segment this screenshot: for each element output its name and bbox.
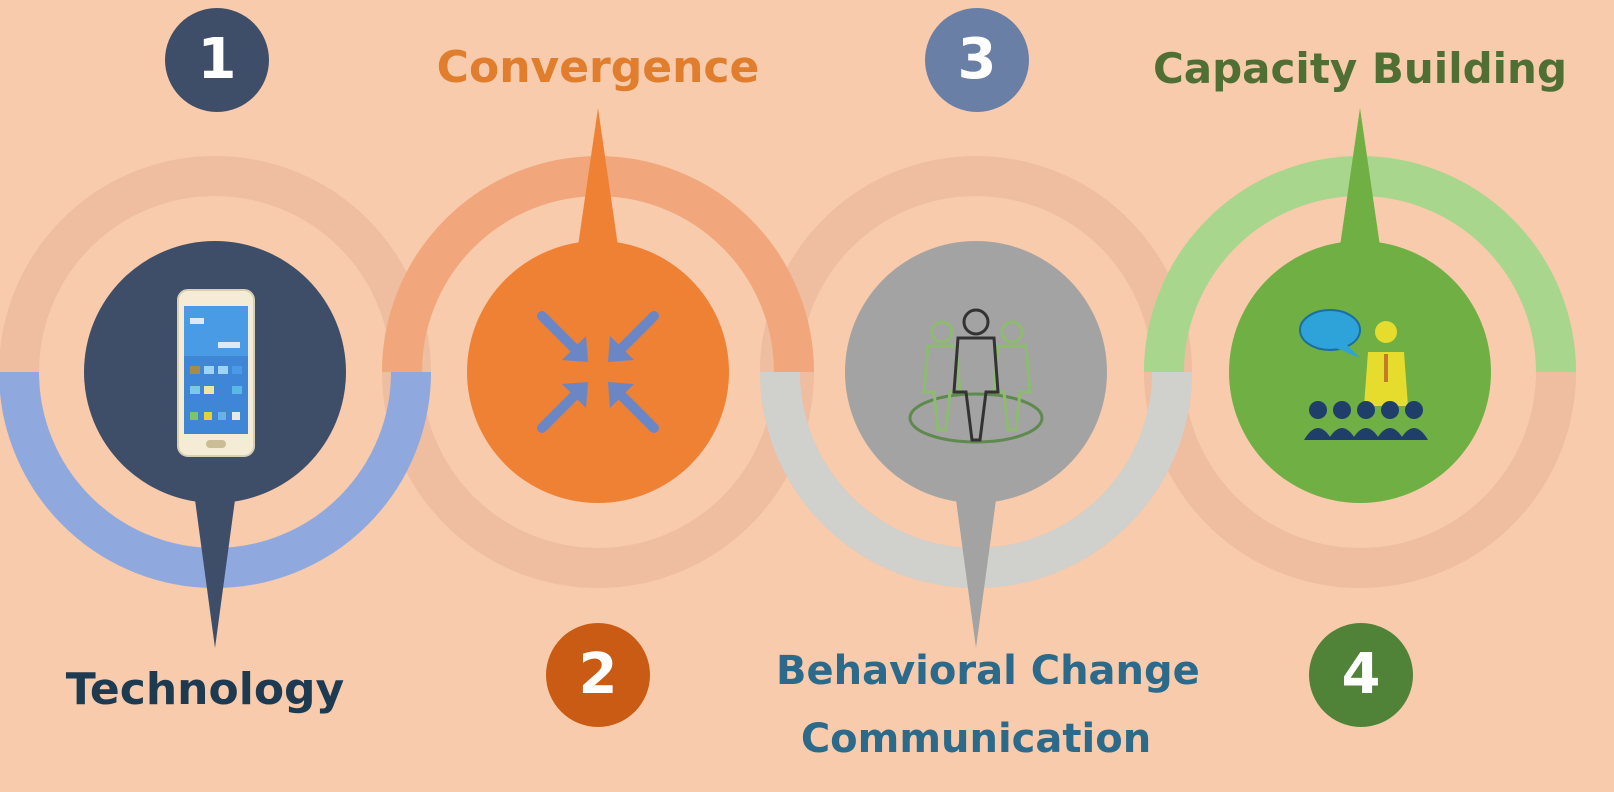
step3-pointer <box>954 485 998 648</box>
step2-number-badge: 2 <box>546 623 650 727</box>
step2-circle <box>467 241 729 503</box>
step3-circle <box>845 241 1107 503</box>
converging-arrows-icon <box>537 311 659 433</box>
step1-pointer <box>193 485 237 648</box>
step2-pointer <box>576 108 620 260</box>
presenter-audience-icon <box>1299 309 1428 440</box>
people-group-icon <box>908 308 1044 444</box>
step1-number-badge: 1 <box>165 8 269 112</box>
step4-pointer <box>1338 108 1382 260</box>
step4-number-badge: 4 <box>1309 623 1413 727</box>
step1-label: Technology <box>65 664 345 715</box>
smartphone-icon <box>177 289 255 457</box>
step2-label: Convergence <box>436 42 760 93</box>
step4-circle <box>1229 241 1491 503</box>
step3-label-line2: Communication <box>800 716 1152 762</box>
step4-label: Capacity Building <box>1152 44 1568 93</box>
step3-label-line1: Behavioral Change <box>776 648 1200 694</box>
step3-number-badge: 3 <box>925 8 1029 112</box>
